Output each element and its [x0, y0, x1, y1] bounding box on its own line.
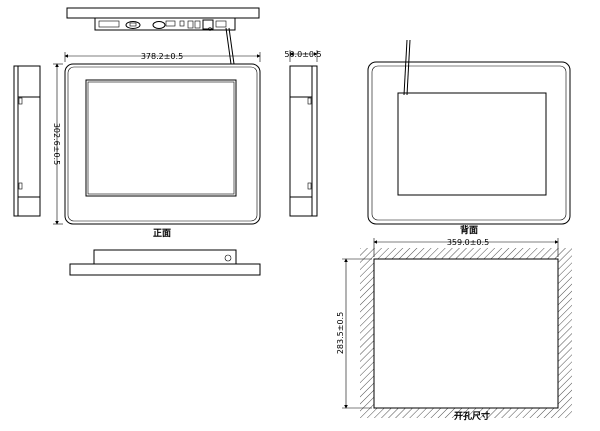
side-depth-dimension: 50.0±0.5 — [284, 50, 321, 59]
bottom-view — [69, 249, 261, 276]
back-view-label: 背面 — [460, 224, 478, 236]
cutout-height-dimension: 283.5±0.5 — [336, 312, 345, 354]
front-width-dimension: 378.2±0.5 — [141, 52, 183, 61]
front-view — [53, 27, 261, 225]
left-side-view — [13, 65, 41, 217]
front-height-dimension: 302.6±0.5 — [52, 123, 61, 165]
back-view — [367, 39, 571, 225]
top-view — [66, 7, 260, 31]
cutout-view — [342, 238, 572, 418]
cutout-label: 开孔尺寸 — [454, 410, 490, 422]
cutout-width-dimension: 359.0±0.5 — [447, 238, 489, 247]
right-side-view — [289, 50, 318, 217]
front-view-label: 正面 — [153, 228, 171, 239]
